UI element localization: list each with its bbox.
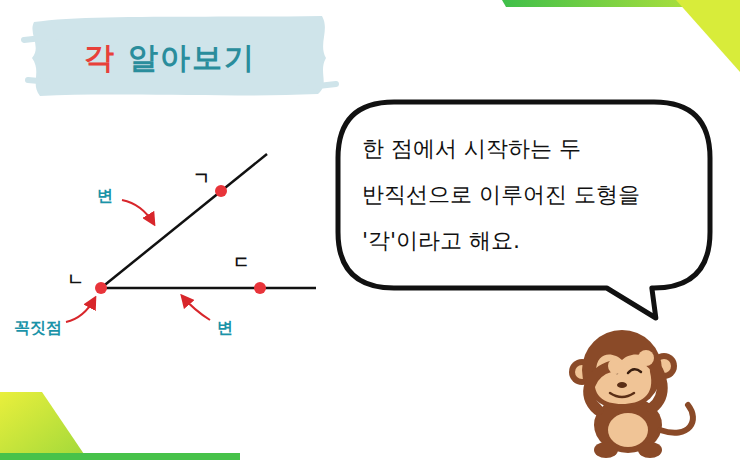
vertex-dot bbox=[95, 282, 107, 294]
point-letter: ㄷ bbox=[233, 254, 250, 271]
point-letter: ㄴ bbox=[67, 271, 84, 288]
corner-bar bbox=[0, 453, 240, 460]
leader-arrow bbox=[182, 296, 210, 320]
bubble-outline bbox=[338, 102, 710, 318]
point-letter: ㄱ bbox=[193, 170, 210, 187]
side-label: 변 bbox=[97, 188, 113, 204]
title-band bbox=[32, 16, 326, 96]
brush-stroke bbox=[24, 36, 336, 88]
monkey-illustration bbox=[569, 330, 693, 458]
point-dot bbox=[215, 185, 227, 197]
speech-bubble: 한 점에서 시작하는 두 반직선으로 이루어진 도형을 '각'이라고 해요. bbox=[336, 100, 712, 290]
leader-arrow bbox=[122, 200, 154, 224]
corner-wedge bbox=[676, 0, 740, 72]
leader-arrow bbox=[66, 298, 95, 322]
vertex-label: 꼭짓점 bbox=[14, 320, 62, 336]
angle-side bbox=[101, 287, 316, 290]
title: 각 알아보기 bbox=[84, 38, 256, 79]
bubble-text: 한 점에서 시작하는 두 반직선으로 이루어진 도형을 '각'이라고 해요. bbox=[362, 126, 682, 264]
corner-wedge bbox=[0, 392, 88, 460]
point-dot bbox=[254, 282, 266, 294]
angle-side bbox=[101, 154, 267, 288]
side-label: 변 bbox=[217, 320, 233, 336]
